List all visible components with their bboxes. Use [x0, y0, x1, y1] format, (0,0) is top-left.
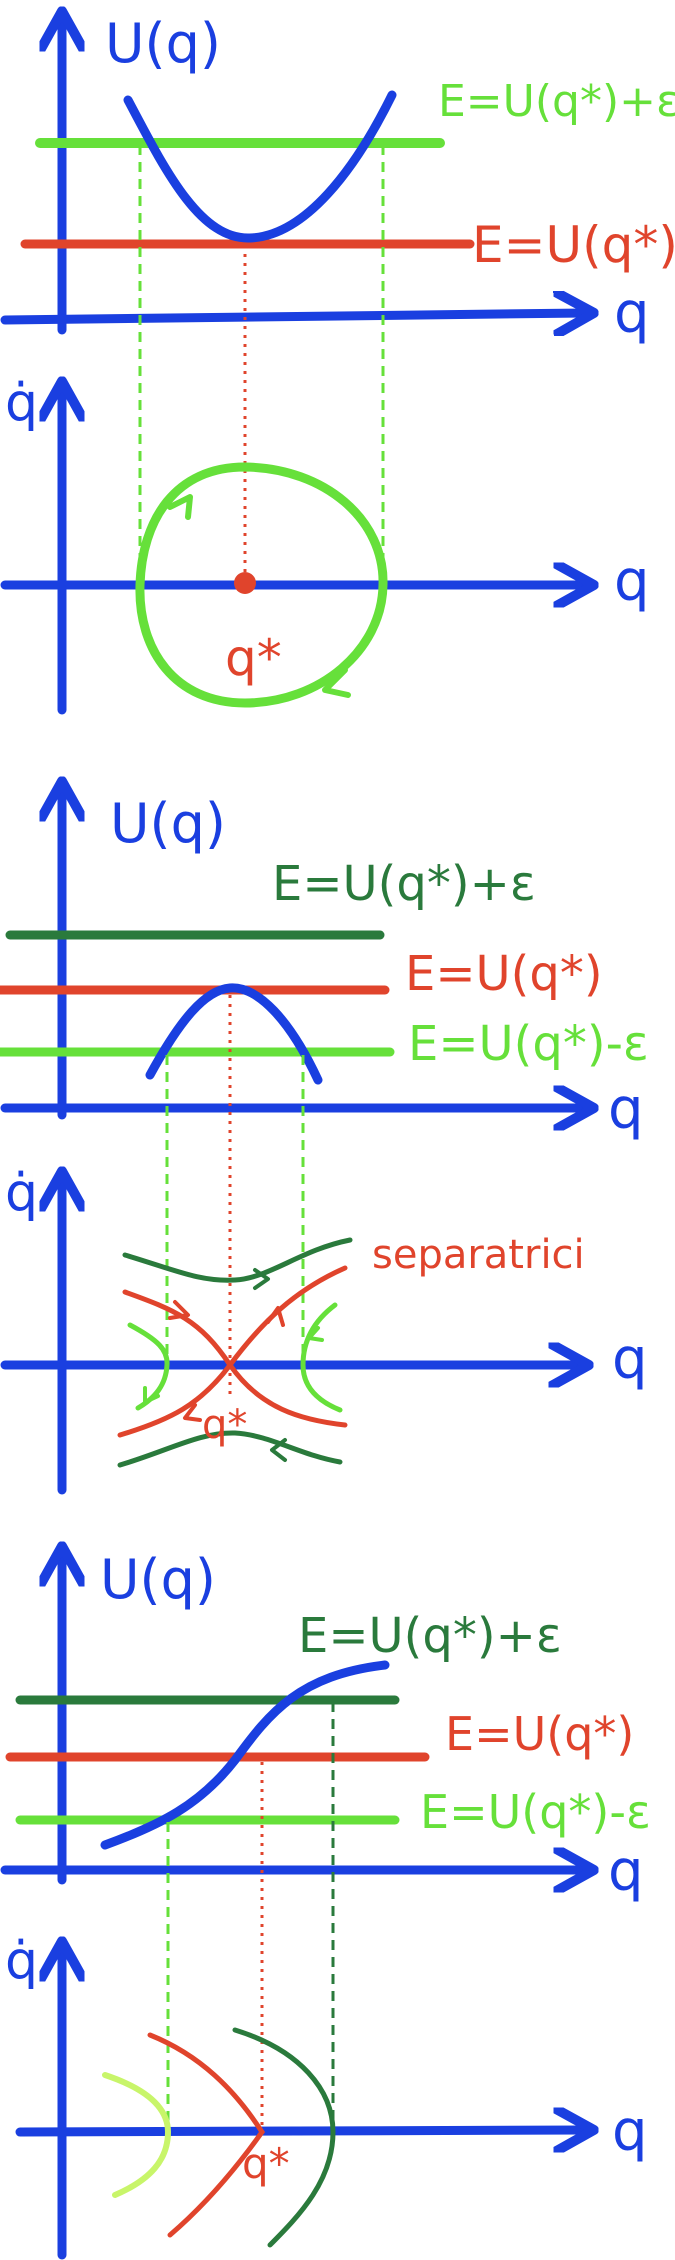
panel-3-inflection: U(q) q q̇ q E=U(q*)+ε E=U(q*) E=U(q*)-ε … — [0, 1548, 651, 2260]
p3-potential-inflection-curve — [100, 1660, 390, 1850]
p2-potential-q-label: q — [608, 1077, 644, 1142]
p1-phase-y-label: q̇ — [5, 373, 38, 433]
p2-potential-hill-curve — [145, 983, 323, 1085]
p1-potential-q-label: q — [614, 281, 650, 346]
p2-phase-q-label: q — [612, 1327, 648, 1392]
p3-level-critical-label: E=U(q*) — [445, 1707, 634, 1761]
p1-equilibrium-point — [234, 572, 256, 594]
p1-level-high-label: E=U(q*)+ε — [438, 76, 675, 127]
p2-separatrix-b — [117, 1265, 348, 1438]
panel-2-unstable-maximum: U(q) q q̇ q E=U(q*)+ε E=U(q*) E=U(q*)-ε … — [0, 790, 649, 1495]
p1-potential-y-label: U(q) — [105, 12, 221, 75]
p2-separatrix-arrow-1 — [168, 1300, 190, 1320]
p3-level-low-label: E=U(q*)-ε — [420, 1785, 651, 1839]
p3-phase-q-label: q — [612, 2099, 648, 2164]
p2-point-label: q* — [202, 1402, 247, 1448]
p2-separatrix-arrow-3 — [183, 1403, 202, 1422]
p1-orbit-arrow-up — [167, 494, 193, 520]
p3-phase-y-label: q̇ — [5, 1931, 38, 1991]
p2-separatrix-arrow-2 — [266, 1306, 285, 1327]
p1-potential-q-axis — [0, 313, 585, 320]
p3-potential-q-label: q — [608, 1839, 644, 1904]
p1-closed-orbit — [135, 462, 388, 708]
p2-level-critical-label: E=U(q*) — [405, 946, 603, 1002]
p3-phase-q-axis — [15, 2130, 585, 2132]
p2-separatrix-label: separatrici — [372, 1232, 585, 1278]
p3-point-label: q* — [242, 2139, 290, 2188]
p2-potential-y-label: U(q) — [110, 792, 226, 855]
p1-orbit-arrow-down — [322, 667, 351, 698]
p2-level-high-label: E=U(q*)+ε — [272, 856, 536, 912]
panel-1-stable-minimum: U(q) q q̇ q E=U(q*)+ε E=U(q*) q* — [0, 12, 675, 715]
p3-potential-y-label: U(q) — [100, 1548, 216, 1611]
p3-trajectory-low — [102, 2072, 172, 2198]
p2-level-low-label: E=U(q*)-ε — [408, 1016, 649, 1072]
p1-level-critical-label: E=U(q*) — [472, 216, 675, 274]
p2-trajectory-low-right — [300, 1302, 343, 1413]
p2-trajectory-high-top — [122, 1237, 353, 1283]
p2-trajectory-high-top-arrow — [253, 1268, 270, 1290]
p3-trajectory-high — [232, 2027, 336, 2248]
p3-trajectory-critical — [147, 2032, 266, 2238]
p2-trajectory-high-bottom — [117, 1430, 343, 1468]
p2-phase-y-label: q̇ — [5, 1163, 38, 1223]
p2-trajectory-low-right-arrow — [307, 1326, 324, 1342]
p2-trajectory-high-bottom-arrow — [270, 1438, 287, 1462]
p1-point-label: q* — [225, 629, 282, 687]
p1-potential-well-curve — [123, 90, 397, 243]
p3-level-high-label: E=U(q*)+ε — [298, 1608, 562, 1664]
p2-trajectory-low-left-arrow — [143, 1386, 160, 1404]
p1-phase-q-label: q — [614, 549, 650, 614]
